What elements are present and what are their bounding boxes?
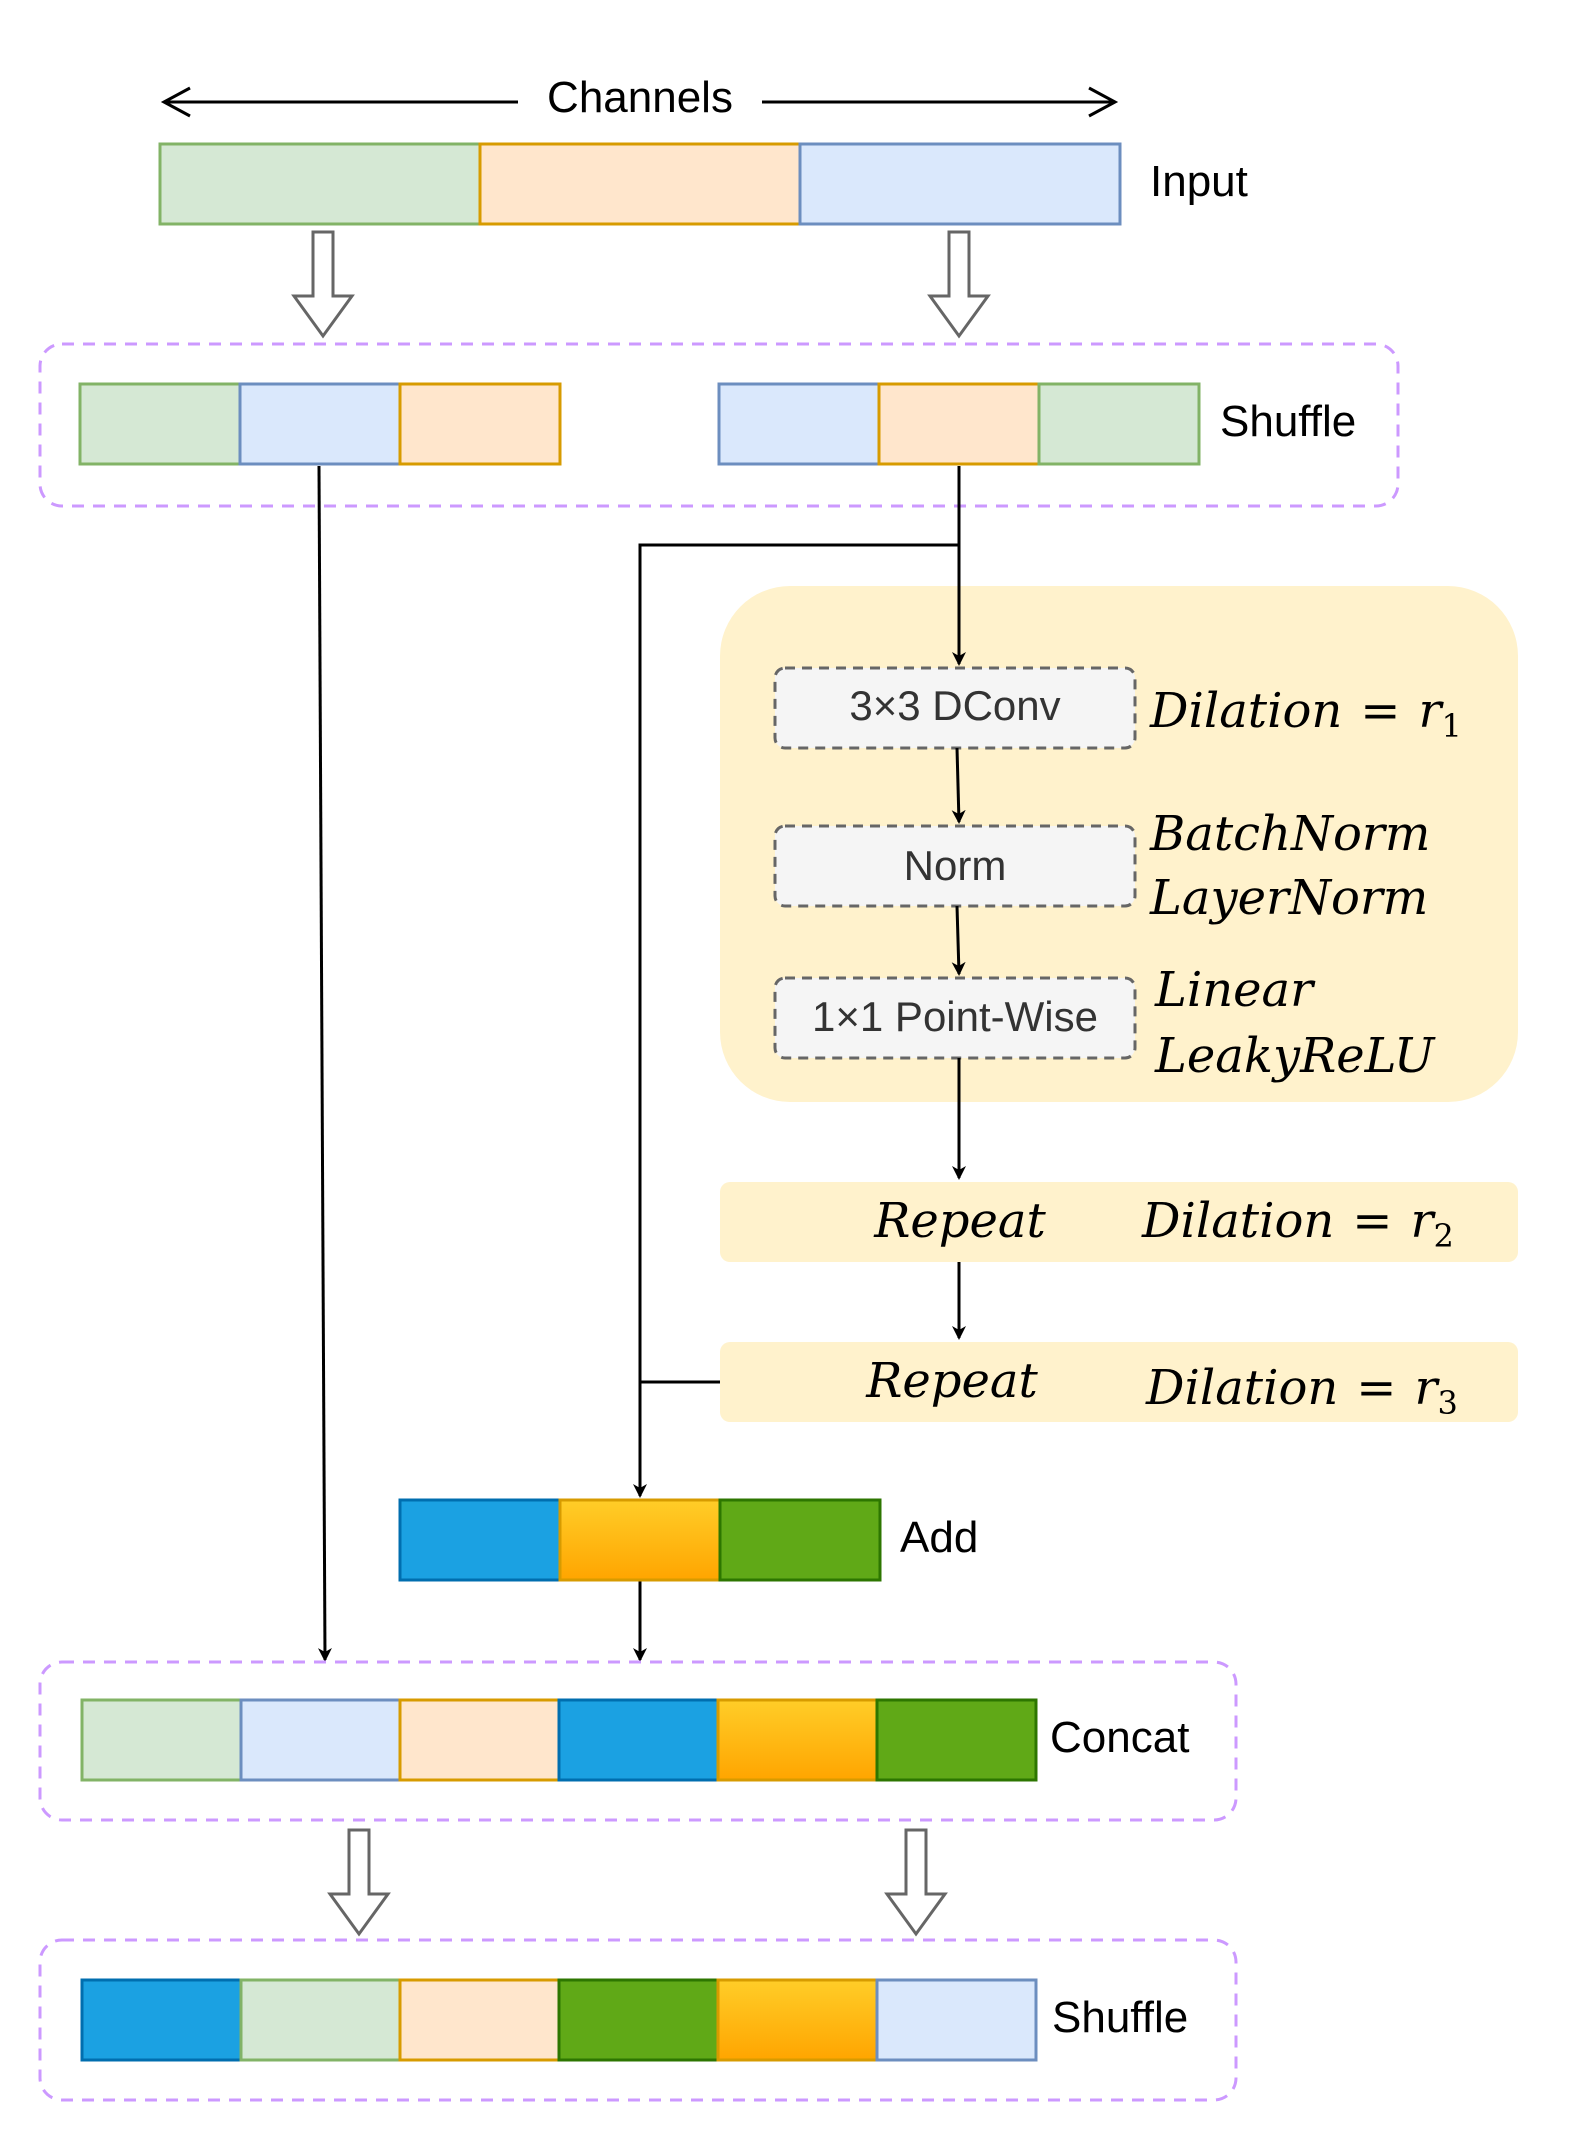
add-label: Add [900,1513,978,1562]
norm-node [773,824,1137,908]
shuffle-left-channel-block [398,382,562,466]
dilation-r2-sub: 2 [1433,1217,1453,1255]
arrow-dconv-to-norm [951,747,966,824]
hollow-arrow-merge-right [884,1828,948,1937]
concat-channel-block [875,1698,1038,1782]
shuffle-bottom-group [38,1938,1238,2102]
dilation-r3-sub: 3 [1437,1384,1457,1422]
input-channel-block [798,142,1122,226]
repeat-r2-bar [720,1182,1518,1262]
channels-arrowhead-right [1088,86,1119,118]
shuffle-top-group [38,342,1400,508]
concat-group [38,1660,1238,1822]
channels-axis: Channels [160,73,1119,122]
arrow-norm-to-pointwise [951,905,966,976]
shuffle-right-channel-block [717,382,881,466]
shuffle-bottom-channel-block [716,1978,879,2062]
dilation-r1-equals: = [1360,683,1400,739]
dilation-r3-word: Dilation [1145,1360,1338,1416]
add-row [398,1498,882,1582]
channels-arrowhead-left [160,86,191,118]
add-channel-block [398,1498,562,1582]
concat-channel-block [716,1698,879,1782]
dilation-r2-equals: = [1352,1193,1392,1249]
input-channel-block [158,142,482,226]
shuffle-bottom-channel-block [239,1978,402,2062]
channels-label: Channels [547,73,733,122]
layernorm-annotation: LayerNorm [1149,870,1428,926]
dilation-r3-equals: = [1356,1360,1396,1416]
dilation-r2-word: Dilation [1141,1193,1334,1249]
shuffle-bottom-channel-block [80,1978,243,2062]
batchnorm-annotation: BatchNorm [1149,806,1430,862]
shuffle-bottom-channel-block [875,1978,1038,2062]
shuffle-bottom-channel-block [398,1978,561,2062]
shuffle-left-row [78,382,562,466]
norm-node-label: Norm [904,842,1007,889]
linear-annotation: Linear [1154,962,1316,1018]
dilation-r1-sub: 1 [1441,707,1461,745]
concat-channel-block [557,1698,720,1782]
hollow-arrow-split-right [927,230,991,339]
repeat-r3-label: Repeat [865,1353,1038,1409]
dilation-r1-annotation: Dilation = r1 [1149,683,1462,745]
shuffle-left-channel-block [78,382,242,466]
concat-channel-block [80,1698,243,1782]
dconv-node-label: 3×3 DConv [849,682,1060,729]
dilation-r1-word: Dilation [1149,683,1342,739]
shuffle-right-row [717,382,1201,466]
leakyrelu-annotation: LeakyReLU [1154,1028,1436,1084]
repeat-r3-bar [720,1342,1518,1422]
repeat-r2-label: Repeat [873,1193,1046,1249]
input-label: Input [1150,157,1248,206]
shuffle-right-channel-block [877,382,1041,466]
concat-label: Concat [1050,1713,1189,1762]
input-row [158,142,1122,226]
shuffle-bottom-row [80,1978,1038,2062]
dilation-r2-symbol: r [1410,1193,1436,1249]
shuffle-left-channel-block [238,382,402,466]
input-channel-block [478,142,802,226]
dilation-r3-symbol: r [1414,1360,1440,1416]
arrow-shuffle-left-to-concat [317,465,332,1662]
dconv-node [773,666,1137,750]
concat-row [80,1698,1038,1782]
add-channel-block [718,1498,882,1582]
dilation-r2-annotation: Dilation = r2 [1141,1193,1454,1255]
shuffle-bottom-channel-block [557,1978,720,2062]
hollow-arrow-split-left [291,230,355,339]
shuffle-bottom-label: Shuffle [1052,1993,1188,2042]
concat-channel-block [398,1698,561,1782]
concat-channel-block [239,1698,402,1782]
shuffle-right-channel-block [1037,382,1201,466]
arrow-skip-connection [633,543,959,1498]
pointwise-node [773,976,1137,1060]
shuffle-top-label: Shuffle [1220,397,1356,446]
hollow-arrow-merge-left [327,1828,391,1937]
connectors [317,465,966,1662]
add-channel-block [558,1498,722,1582]
dilation-r1-symbol: r [1418,683,1444,739]
dilation-r3-annotation: Dilation = r3 [1145,1360,1458,1422]
pointwise-node-label: 1×1 Point-Wise [812,993,1098,1040]
